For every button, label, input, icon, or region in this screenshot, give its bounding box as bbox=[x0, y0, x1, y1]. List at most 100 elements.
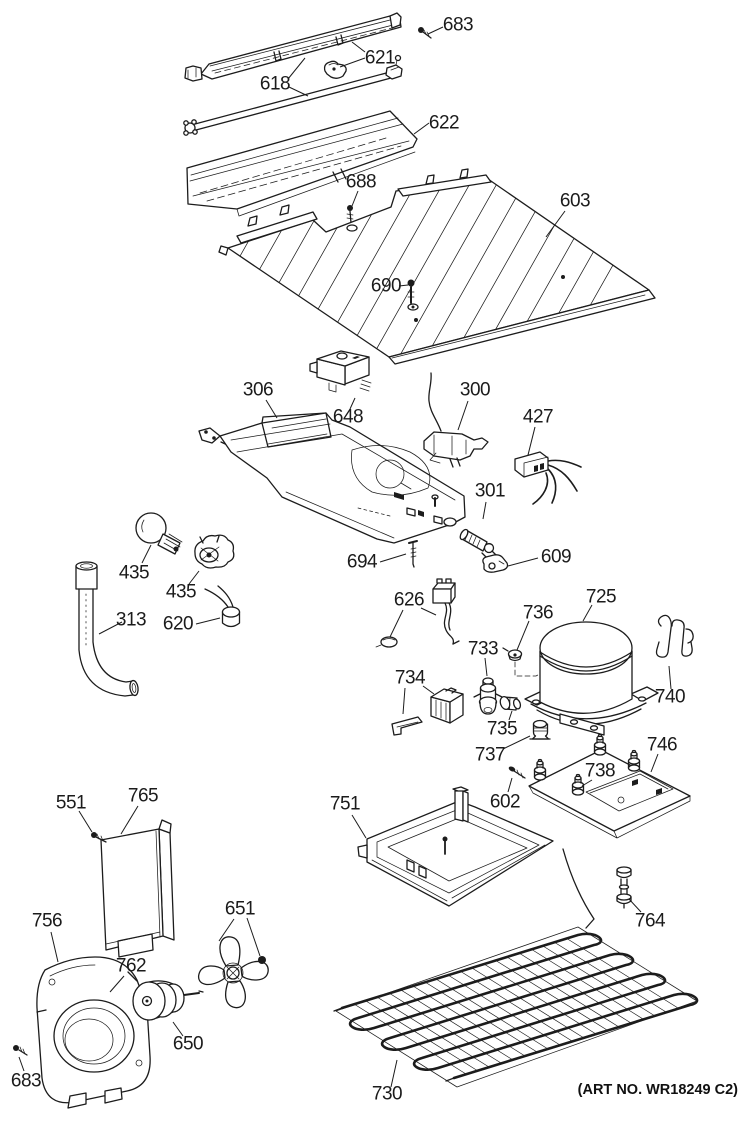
callout-764: 764 bbox=[634, 910, 666, 932]
part-spring-740 bbox=[655, 614, 694, 658]
callout-651: 651 bbox=[224, 898, 256, 920]
part-screw-602 bbox=[508, 766, 526, 779]
part-wire-connector-427 bbox=[514, 451, 582, 505]
callout-738: 738 bbox=[584, 760, 616, 782]
callout-740: 740 bbox=[654, 686, 686, 708]
leader-683-bottom bbox=[18, 1056, 25, 1072]
leader-427 bbox=[527, 426, 536, 456]
callout-650: 650 bbox=[172, 1033, 204, 1055]
leader-725 bbox=[582, 604, 593, 622]
leader-618-b bbox=[288, 86, 309, 97]
callout-leader-lines bbox=[18, 26, 672, 1088]
callout-300: 300 bbox=[459, 379, 491, 401]
leader-609 bbox=[507, 557, 539, 567]
part-screw-688 bbox=[346, 205, 354, 224]
callout-736: 736 bbox=[522, 602, 554, 624]
callout-725: 725 bbox=[585, 586, 617, 608]
part-drain-pan-751 bbox=[357, 786, 554, 907]
leader-626-b bbox=[420, 607, 437, 616]
leader-734-b bbox=[422, 685, 435, 695]
leader-648 bbox=[349, 397, 356, 410]
leader-301 bbox=[482, 501, 487, 520]
part-sensor-620 bbox=[204, 585, 241, 628]
leader-620 bbox=[195, 617, 221, 625]
leader-602 bbox=[507, 777, 513, 793]
part-thermostat-626 bbox=[375, 578, 460, 648]
leader-622 bbox=[413, 122, 430, 135]
leader-736 bbox=[516, 620, 530, 651]
callout-735: 735 bbox=[486, 718, 518, 740]
callout-683-top: 683 bbox=[442, 14, 474, 36]
leader-651-a bbox=[218, 918, 235, 942]
callout-620: 620 bbox=[162, 613, 194, 635]
part-grommet-737 bbox=[529, 719, 551, 740]
part-mounting-plate-746 bbox=[528, 733, 691, 839]
part-terminal-609 bbox=[481, 552, 509, 573]
leader-762 bbox=[109, 975, 125, 993]
callout-746: 746 bbox=[646, 734, 678, 756]
part-grommet-736 bbox=[502, 647, 546, 677]
part-lamp-socket-435 bbox=[194, 534, 235, 569]
callout-551: 551 bbox=[55, 792, 87, 814]
leader-688 bbox=[351, 190, 359, 207]
part-capacitor-735 bbox=[499, 696, 522, 711]
plate-stud bbox=[533, 758, 547, 781]
leader-621-a bbox=[351, 41, 366, 53]
callout-621: 621 bbox=[364, 47, 396, 69]
leader-313 bbox=[98, 621, 123, 635]
leader-551 bbox=[78, 810, 93, 833]
leader-694 bbox=[379, 553, 407, 563]
part-screw-551 bbox=[91, 832, 107, 843]
part-clip-621 bbox=[323, 60, 347, 79]
leader-683-top bbox=[427, 26, 444, 35]
callout-734: 734 bbox=[394, 667, 426, 689]
callout-427: 427 bbox=[522, 406, 554, 428]
part-fan-motor-650 bbox=[132, 980, 204, 1021]
leader-746 bbox=[650, 753, 659, 773]
part-lamp-tray-306 bbox=[198, 412, 466, 544]
leader-650 bbox=[172, 1021, 184, 1037]
part-relay-733 bbox=[473, 677, 503, 715]
callout-602: 602 bbox=[489, 791, 521, 813]
part-screw-690 bbox=[407, 279, 415, 304]
art-number: (ART NO. WR18249 C2) bbox=[577, 1082, 738, 1098]
callout-301: 301 bbox=[474, 480, 506, 502]
part-screw-694 bbox=[408, 540, 418, 568]
part-light-bulb-435 bbox=[135, 512, 183, 555]
part-screw-683-top bbox=[418, 27, 432, 39]
part-pin-301 bbox=[459, 528, 497, 556]
leader-735 bbox=[508, 710, 513, 721]
leader-300 bbox=[457, 400, 469, 431]
part-shelf-panel-603 bbox=[218, 168, 656, 365]
leader-626-a bbox=[389, 609, 404, 638]
plate-stud bbox=[627, 749, 641, 772]
leader-618-a bbox=[287, 57, 306, 80]
callout-435-socket: 435 bbox=[165, 581, 197, 603]
leader-737 bbox=[502, 735, 531, 750]
callout-313: 313 bbox=[115, 609, 147, 631]
callout-688: 688 bbox=[345, 171, 377, 193]
part-fan-shroud-756 bbox=[36, 956, 151, 1109]
callout-618: 618 bbox=[259, 73, 291, 95]
leader-651-b bbox=[246, 917, 261, 957]
leader-764 bbox=[628, 898, 642, 913]
leader-756 bbox=[50, 931, 59, 963]
callout-609: 609 bbox=[540, 546, 572, 568]
leader-435-bulb bbox=[141, 544, 152, 564]
fan-nut bbox=[258, 956, 266, 964]
callout-751: 751 bbox=[329, 793, 361, 815]
plate-stud bbox=[593, 733, 607, 756]
callout-435-bulb: 435 bbox=[118, 562, 150, 584]
callout-648: 648 bbox=[332, 406, 364, 428]
part-bolt-764 bbox=[616, 866, 632, 909]
callout-694: 694 bbox=[346, 551, 378, 573]
leader-730 bbox=[390, 1059, 398, 1088]
part-orifice-ring-762 bbox=[64, 1018, 114, 1062]
callout-603: 603 bbox=[559, 190, 591, 212]
leader-435-socket bbox=[188, 570, 200, 585]
callout-765: 765 bbox=[127, 785, 159, 807]
leader-734-a bbox=[402, 687, 406, 715]
part-control-box-648 bbox=[309, 350, 372, 393]
